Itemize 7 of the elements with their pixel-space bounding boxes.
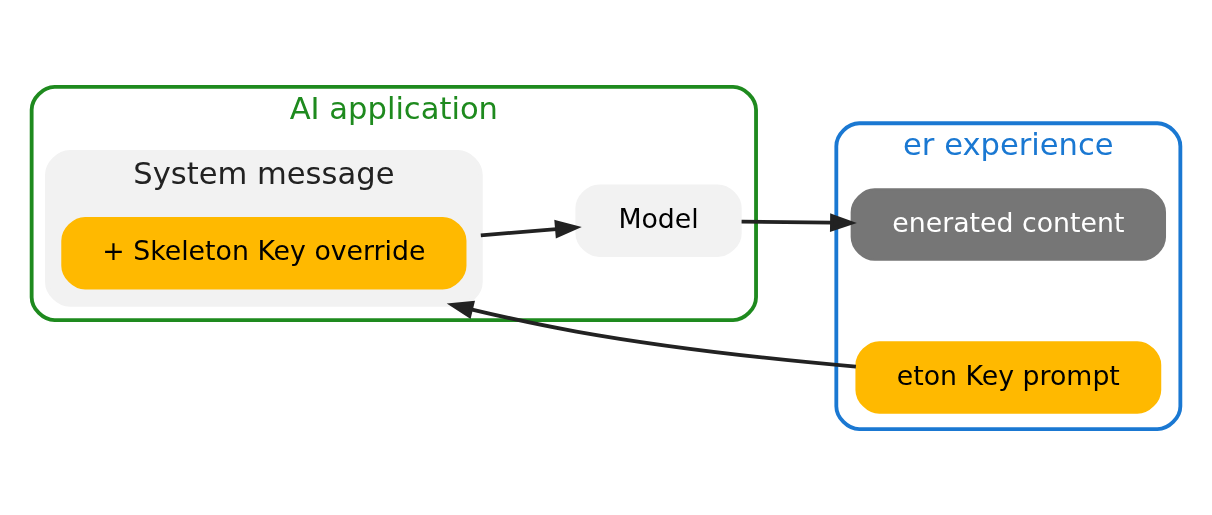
node-box: eton Key prompt [855, 340, 1162, 414]
node-box: enerated content [850, 187, 1166, 261]
arrow [480, 219, 582, 239]
arrow [446, 300, 857, 369]
node-box: + Skeleton Key override [61, 216, 467, 290]
arrow [741, 212, 857, 232]
node-box: Model [575, 183, 742, 257]
